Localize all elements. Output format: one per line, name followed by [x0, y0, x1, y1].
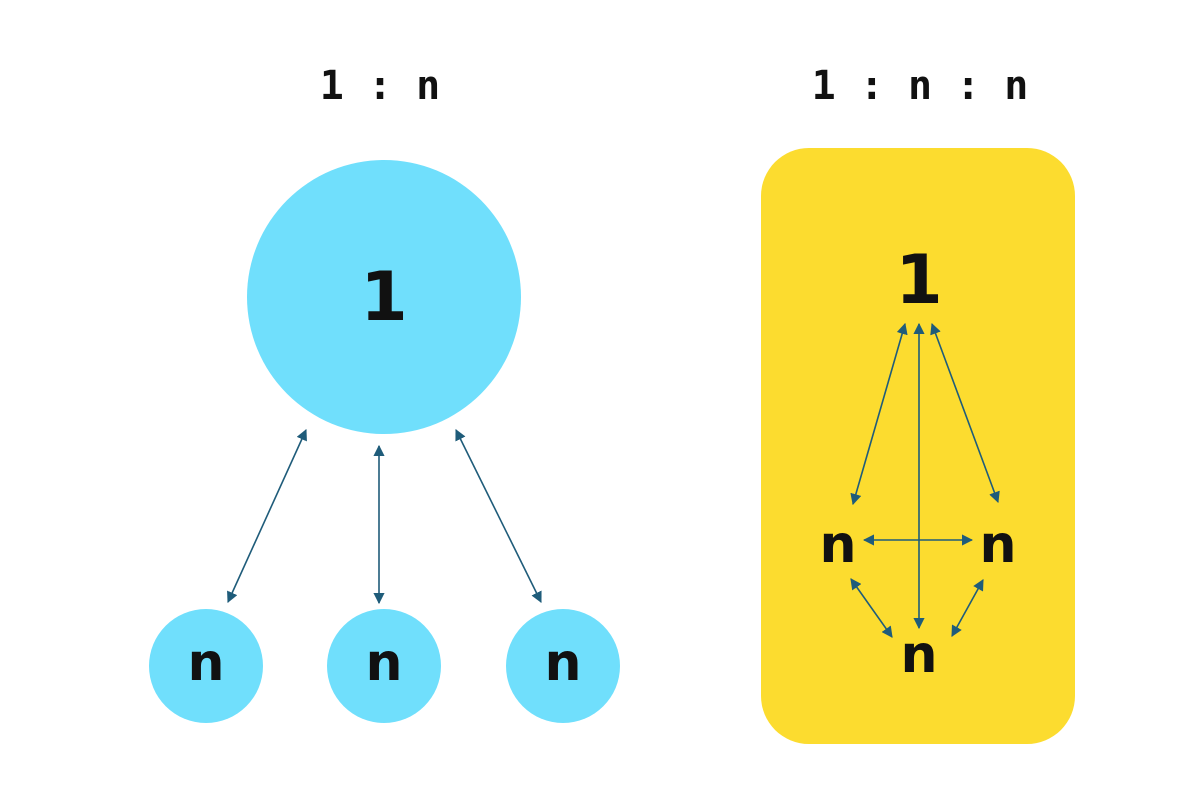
arrow-one-to-right-n [930, 322, 1000, 504]
arrow-one-to-left-n [850, 322, 908, 506]
panel-node-n-bottom: n [900, 625, 938, 685]
one-to-n-to-n-title: 1 : n : n [811, 63, 1029, 109]
arrow-left-n-to-bottom-n [850, 578, 893, 638]
arrow-center-to-left-child [227, 428, 307, 604]
panel-node-n-left: n [819, 515, 857, 575]
arrow-center-to-right-child [455, 428, 542, 604]
child-node-right: n [506, 609, 620, 723]
panel-node-n-right: n [979, 515, 1017, 575]
panel-node-one: 1 [895, 241, 943, 320]
one-to-n-title: 1 : n [319, 63, 441, 109]
child-node-left: n [149, 609, 263, 723]
center-node-one: 1 [247, 160, 521, 434]
arrow-right-n-to-bottom-n [951, 579, 984, 637]
child-node-middle: n [327, 609, 441, 723]
